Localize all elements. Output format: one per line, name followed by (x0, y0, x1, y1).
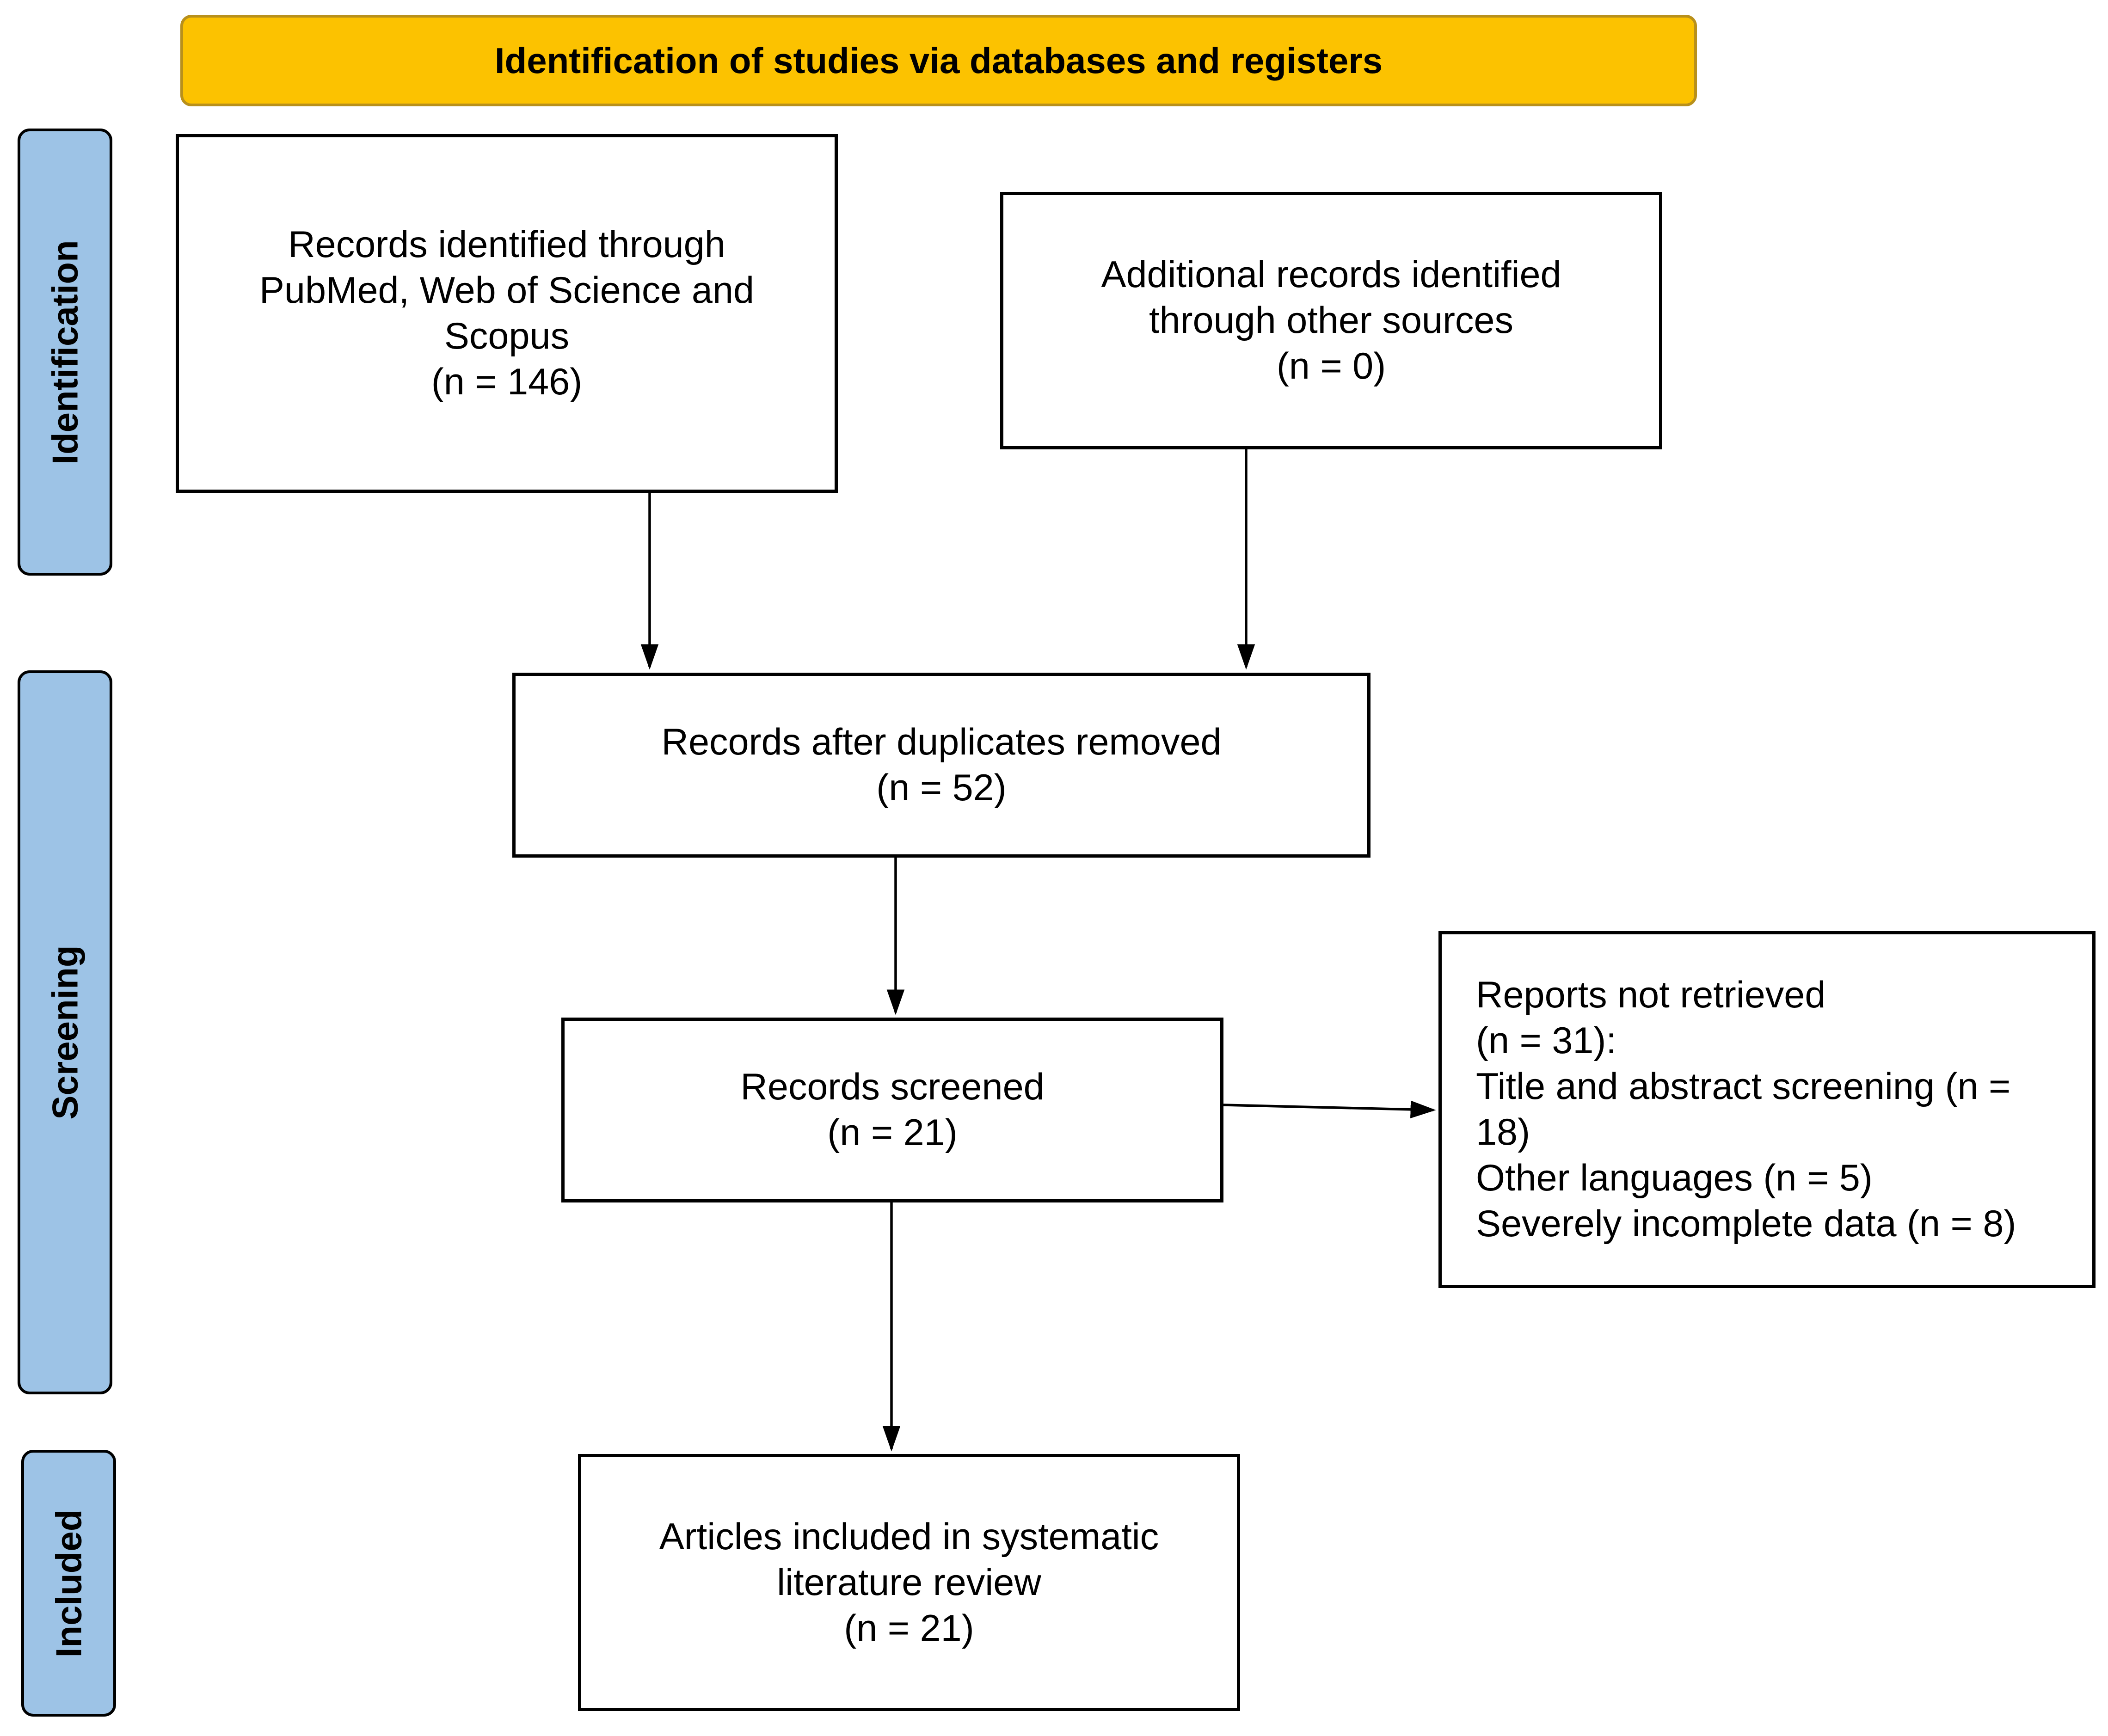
line: Articles included in systematic (659, 1515, 1159, 1558)
line: (n = 52) (876, 767, 1007, 809)
line: through other sources (1149, 300, 1513, 341)
phase-tab-screening: Screening (18, 670, 112, 1394)
line: 18) (1476, 1111, 1530, 1153)
line: Records screened (740, 1066, 1045, 1108)
line: Title and abstract screening (n = (1476, 1066, 2011, 1107)
line: (n = 21) (827, 1112, 958, 1153)
line: Scopus (444, 315, 570, 357)
phase-label-identification: Identification (44, 239, 85, 465)
line: Additional records identified (1101, 254, 1561, 295)
line: Records identified through (288, 224, 725, 265)
box-articles-included-text: Articles included in systematic literatu… (659, 1514, 1159, 1651)
header-banner: Identification of studies via databases … (180, 15, 1697, 106)
box-records-screened-text: Records screened (n = 21) (740, 1064, 1044, 1156)
line: Other languages (n = 5) (1476, 1157, 1873, 1199)
line: PubMed, Web of Science and (259, 270, 755, 311)
phase-label-included: Included (48, 1509, 89, 1657)
box-duplicates-removed-text: Records after duplicates removed (n = 52… (661, 719, 1221, 811)
box-additional-records-text: Additional records identified through ot… (1101, 252, 1561, 389)
box-duplicates-removed: Records after duplicates removed (n = 52… (512, 673, 1371, 858)
box-reports-not-retrieved: Reports not retrieved (n = 31): Title an… (1438, 931, 2096, 1288)
line: Severely incomplete data (n = 8) (1476, 1203, 2016, 1245)
phase-tab-included: Included (21, 1450, 116, 1717)
box-records-screened: Records screened (n = 21) (561, 1018, 1223, 1202)
phase-label-screening: Screening (44, 945, 85, 1120)
box-additional-records: Additional records identified through ot… (1000, 192, 1662, 449)
line: (n = 146) (431, 361, 583, 403)
box-records-identified: Records identified through PubMed, Web o… (176, 134, 838, 493)
line: (n = 0) (1276, 345, 1386, 387)
arrow-screened-to-not-retrieved (1223, 1100, 1436, 1119)
box-articles-included: Articles included in systematic literatu… (578, 1454, 1240, 1711)
phase-tab-identification: Identification (18, 129, 112, 576)
line: (n = 21) (844, 1607, 974, 1649)
box-reports-not-retrieved-text: Reports not retrieved (n = 31): Title an… (1476, 972, 2016, 1247)
line: (n = 31): (1476, 1020, 1616, 1061)
line: literature review (777, 1561, 1041, 1603)
line: Reports not retrieved (1476, 974, 1826, 1016)
line: Records after duplicates removed (661, 721, 1222, 763)
box-records-identified-text: Records identified through PubMed, Web o… (259, 222, 754, 405)
